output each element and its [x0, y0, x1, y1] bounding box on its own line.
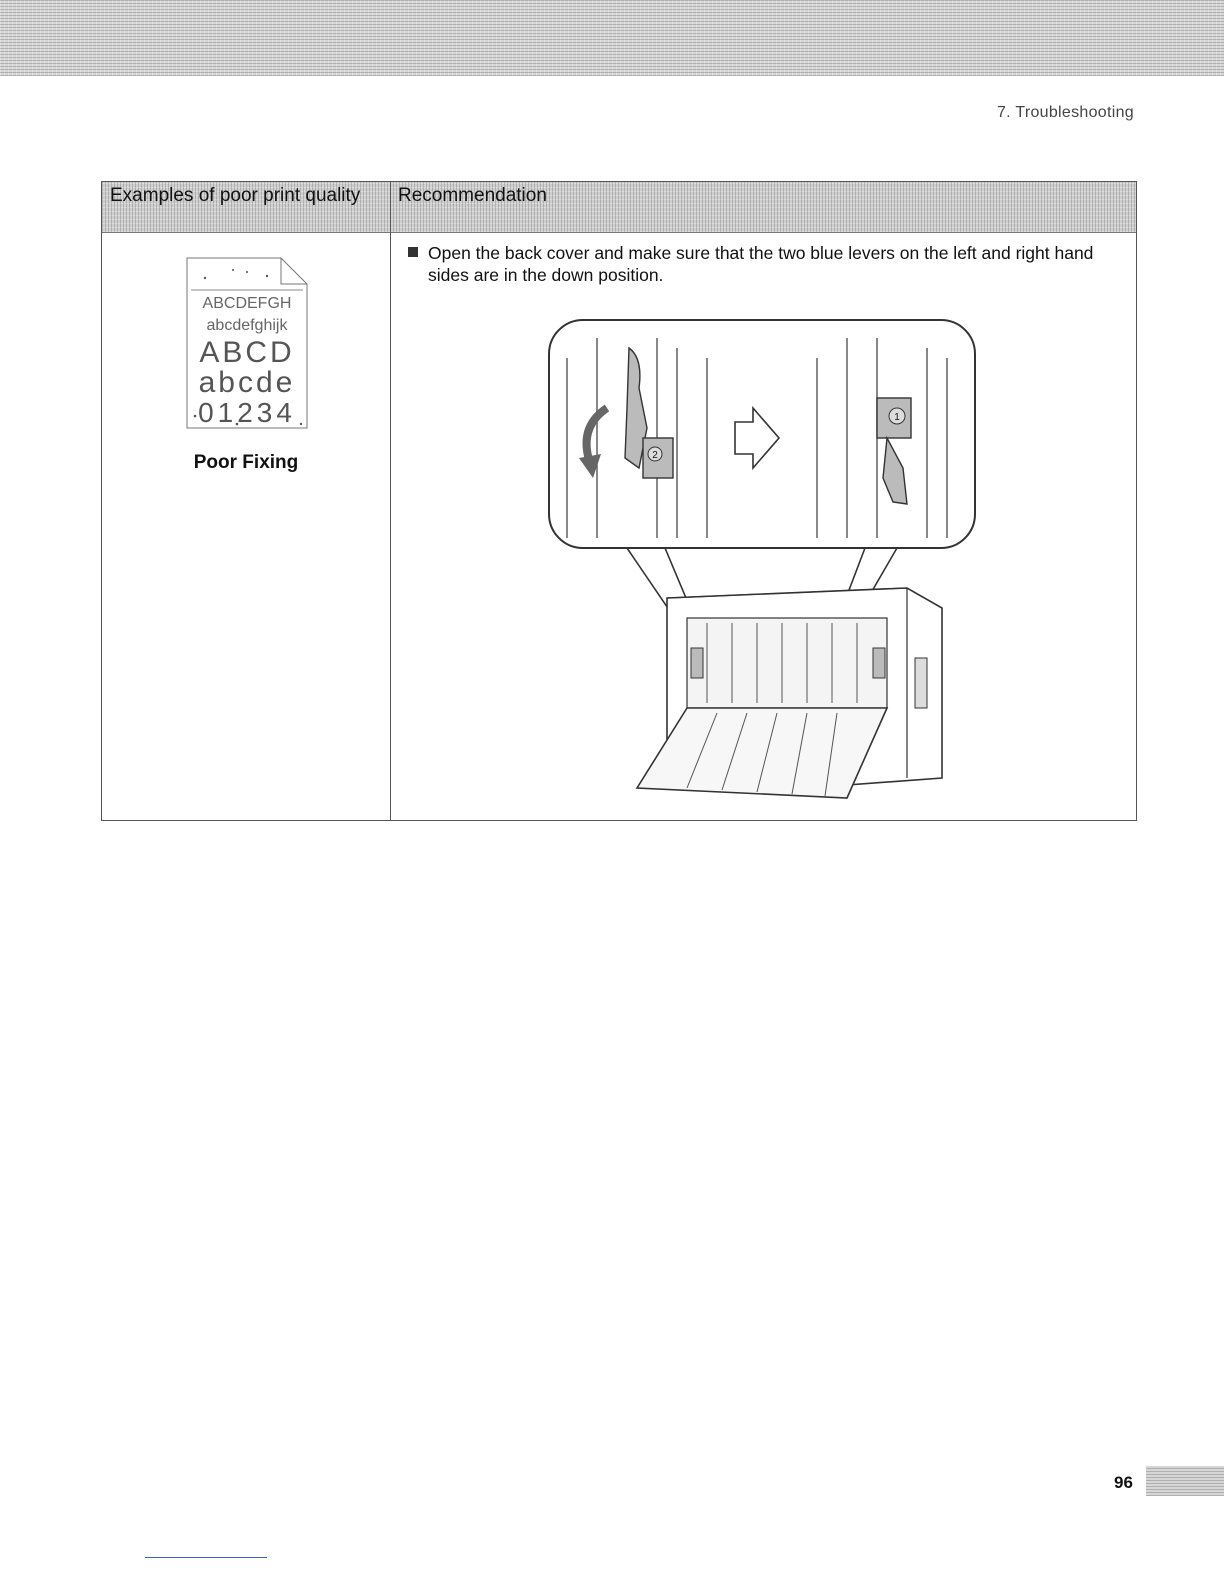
callout-2: 2 — [652, 450, 658, 461]
page-tab — [1146, 1466, 1224, 1496]
sample-line-3: ABCD — [199, 336, 294, 369]
printer-back-open-icon — [637, 588, 942, 798]
header-band — [0, 0, 1224, 76]
back-cover-levers-illustration: 2 1 — [547, 318, 977, 818]
sample-line-1: ABCDEFGH — [203, 295, 292, 312]
recommendation-text: Open the back cover and make sure that t… — [428, 242, 1128, 286]
sample-caption: Poor Fixing — [102, 452, 390, 474]
troubleshooting-table: Examples of poor print quality Recommend… — [101, 181, 1137, 821]
poor-fixing-sample-sheet: ABCDEFGH abcdefghijk ABCD abcde 01234 — [185, 256, 309, 430]
column-divider — [390, 182, 391, 820]
sample-line-4: abcde — [199, 366, 296, 399]
bullet-icon — [408, 247, 418, 257]
recommendation-item: Open the back cover and make sure that t… — [408, 242, 1128, 286]
sample-line-5: 01234 — [198, 397, 296, 428]
sample-line-2: abcdefghijk — [207, 317, 289, 334]
column-header-recommendation: Recommendation — [398, 185, 547, 206]
callout-1: 1 — [894, 412, 900, 423]
chapter-title: 7. Troubleshooting — [997, 104, 1134, 122]
table-header: Examples of poor print quality Recommend… — [102, 182, 1136, 233]
page-number: 96 — [1114, 1473, 1133, 1493]
footer-rule — [145, 1557, 267, 1558]
column-header-examples: Examples of poor print quality — [110, 185, 380, 206]
